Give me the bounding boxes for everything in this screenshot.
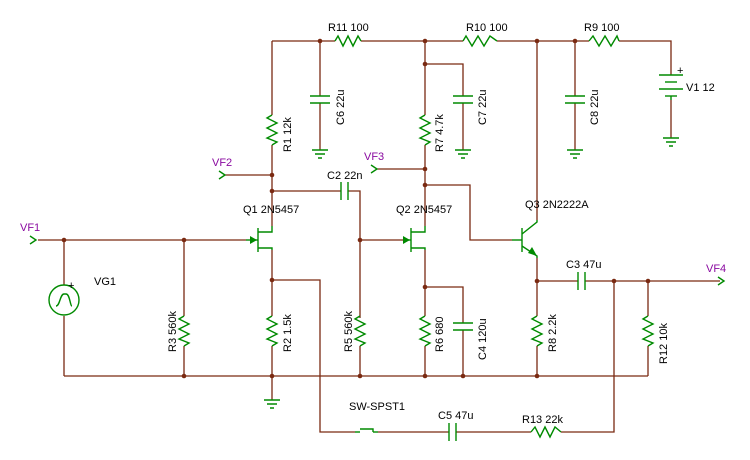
capacitor-c2	[340, 182, 349, 200]
label-c5: C5 47u	[438, 410, 473, 422]
capacitor-c4	[453, 322, 473, 331]
jfet-q2	[403, 226, 426, 252]
label-c2: C2 22n	[327, 170, 362, 182]
resistor-r11	[334, 34, 362, 48]
resistor-r8	[530, 315, 544, 347]
label-r13: R13 22k	[522, 414, 563, 426]
resistor-r12	[641, 315, 655, 347]
label-r5: R5 560k	[343, 311, 355, 352]
capacitor-c3	[577, 272, 586, 290]
resistor-r7	[418, 114, 432, 146]
resistor-r2	[265, 315, 279, 347]
label-r7: R7 4.7k	[434, 114, 446, 152]
bjt-q3	[512, 220, 538, 258]
capacitor-c6	[310, 95, 330, 104]
label-v1-plus: +	[677, 65, 683, 77]
label-r12: R12 10k	[658, 323, 670, 364]
label-c8: C8 22u	[589, 90, 601, 125]
label-r8: R8 2.2k	[547, 314, 559, 352]
label-vg1-plus: +	[68, 280, 74, 292]
label-c7: C7 22u	[477, 90, 489, 125]
capacitor-c5	[448, 423, 457, 441]
ground-symbols	[264, 137, 679, 409]
junction-dots	[61, 38, 651, 379]
resistor-r1	[265, 114, 279, 146]
label-q1: Q1 2N5457	[243, 204, 299, 216]
resistor-r6	[418, 315, 432, 347]
probe-vf1: VF1	[20, 222, 40, 234]
resistor-r3	[177, 315, 191, 347]
resistor-r10	[462, 34, 498, 48]
label-r10: R10 100	[466, 22, 508, 34]
label-vg1: VG1	[94, 276, 116, 288]
label-q2: Q2 2N5457	[396, 204, 452, 216]
label-r1: R1 12k	[282, 117, 294, 152]
jfet-q1	[246, 226, 273, 252]
probe-vf4: VF4	[706, 263, 726, 275]
label-sw: SW-SPST1	[349, 401, 405, 413]
label-c6: C6 22u	[335, 90, 347, 125]
capacitor-c8	[565, 95, 585, 104]
switch-sw-spst1	[355, 428, 378, 433]
label-c4: C4 120u	[477, 318, 489, 360]
signal-source-vg1	[48, 284, 80, 316]
resistor-r9	[588, 34, 620, 48]
capacitor-c7	[453, 95, 473, 104]
label-r9: R9 100	[584, 22, 619, 34]
resistor-r13	[530, 425, 562, 439]
label-v1: V1 12	[686, 82, 715, 94]
probe-vf3: VF3	[364, 151, 384, 163]
label-r3: R3 560k	[167, 311, 179, 352]
label-r2: R2 1.5k	[282, 314, 294, 352]
battery-v1	[659, 74, 683, 100]
label-q3: Q3 2N2222A	[525, 199, 589, 211]
probe-vf2: VF2	[212, 157, 232, 169]
label-r6: R6 680	[434, 317, 446, 352]
label-c3: C3 47u	[566, 259, 601, 271]
label-r11: R11 100	[328, 22, 369, 34]
resistor-r5	[353, 315, 367, 347]
wires	[38, 40, 720, 433]
probe-arrows	[29, 164, 726, 286]
